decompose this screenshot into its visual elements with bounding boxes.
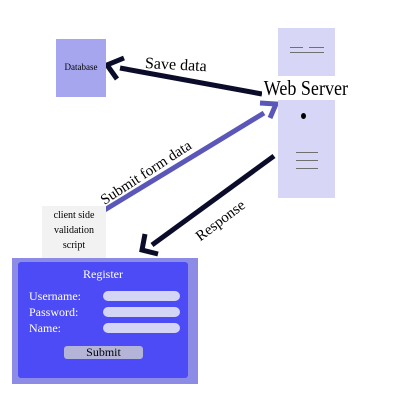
password-field[interactable] — [103, 307, 180, 317]
submit-button[interactable]: Submit — [64, 346, 143, 359]
response-arrow — [150, 153, 276, 248]
server-vent-line — [296, 168, 318, 169]
server-vent-line — [296, 152, 318, 153]
save-data-label: Save data — [144, 55, 208, 76]
server-slot-line — [290, 47, 303, 48]
save-data-arrow — [119, 65, 263, 97]
name-field[interactable] — [103, 323, 180, 333]
server-vent-line — [296, 160, 318, 161]
server-power-dot — [301, 113, 306, 119]
validation-note-line: client side — [53, 210, 95, 221]
password-label: Password: — [29, 305, 79, 319]
username-label: Username: — [29, 289, 81, 303]
server-slot-line — [309, 47, 324, 48]
register-form-title: Register — [83, 267, 123, 281]
client-validation-note: client side validation script — [42, 206, 106, 258]
database-label: Database — [64, 62, 98, 72]
server-slot-line — [290, 52, 324, 53]
validation-note-line: script — [62, 240, 86, 251]
response-arrowhead — [139, 233, 159, 257]
validation-note-line: validation — [54, 225, 94, 236]
username-field[interactable] — [103, 291, 180, 301]
submit-form-data-arrow — [96, 110, 266, 217]
submit-form-data-arrowhead — [259, 100, 280, 119]
name-label: Name: — [29, 321, 61, 335]
web-server-tower — [278, 28, 335, 198]
database-node — [56, 39, 106, 97]
web-server-label: Web Server — [262, 76, 350, 100]
save-data-arrowhead — [103, 55, 125, 81]
